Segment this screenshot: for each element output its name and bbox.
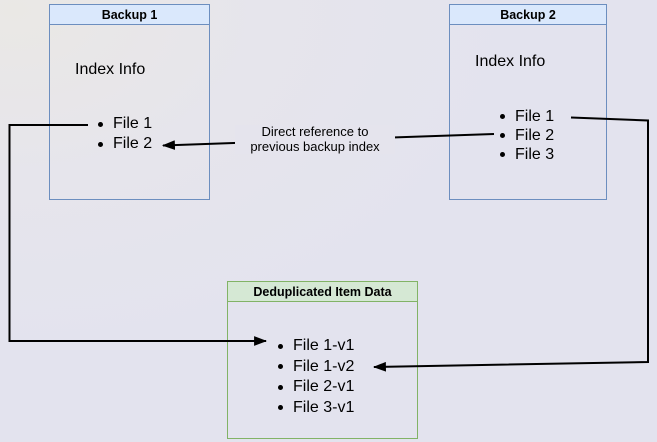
backup2-file-list: File 1 File 2 File 3: [498, 107, 554, 164]
list-item: File 2: [96, 134, 152, 154]
backup2-index-info-label: Index Info: [475, 53, 546, 70]
backup1-header: Backup 1: [50, 5, 209, 25]
edge-label-line1: Direct reference to: [261, 124, 369, 139]
backup1-node: Backup 1: [49, 4, 210, 200]
edge-label-line2: previous backup index: [250, 138, 380, 154]
list-item: File 1-v1: [276, 336, 354, 357]
list-item: File 3-v1: [276, 398, 354, 419]
backup2-node: Backup 2: [449, 4, 607, 200]
list-item: File 3: [498, 145, 554, 164]
dedup-title: Deduplicated Item Data: [253, 284, 392, 299]
backup1-index-info-label: Index Info: [75, 61, 146, 78]
backup2-header: Backup 2: [450, 5, 606, 25]
list-item: File 2-v1: [276, 377, 354, 398]
backup2-title: Backup 2: [500, 7, 556, 22]
dedup-file-list: File 1-v1 File 1-v2 File 2-v1 File 3-v1: [276, 336, 354, 418]
backup1-file-list: File 1 File 2: [96, 114, 152, 154]
list-item: File 1: [96, 114, 152, 134]
dedup-node: Deduplicated Item Data: [227, 281, 418, 439]
direct-reference-edge-label: Direct reference to previous backup inde…: [235, 124, 395, 154]
dedup-header: Deduplicated Item Data: [228, 282, 417, 302]
backup1-title: Backup 1: [101, 7, 158, 22]
list-item: File 1-v2: [276, 357, 354, 378]
list-item: File 1: [498, 107, 554, 126]
list-item: File 2: [498, 126, 554, 145]
